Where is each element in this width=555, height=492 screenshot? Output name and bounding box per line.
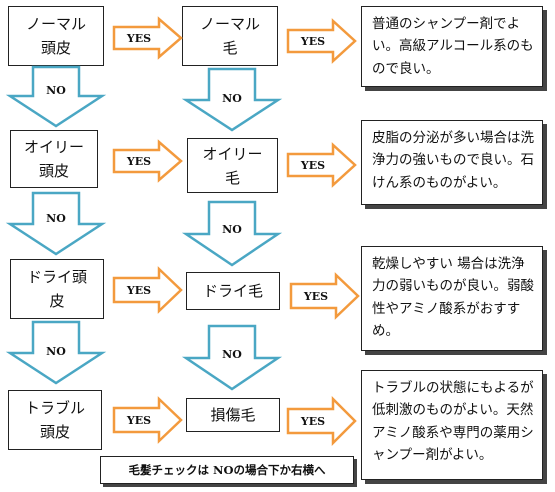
no-arrow-hair-1: NO (181, 67, 283, 132)
yes-arrow-oily-scalp: YES (112, 139, 183, 183)
scalp-dry-box: ドライ頭 皮 (10, 259, 104, 319)
flow-note: 毛髪チェックは NOの場合下か右横へ (100, 456, 354, 484)
yes-label: YES (303, 290, 328, 303)
no-arrow-hair-2: NO (181, 200, 283, 267)
hair-dry-box: ドライ毛 (186, 272, 280, 310)
result-trouble: トラブルの状態にもよるが低刺激のものがよい。天然アミノ酸系や専門の薬用シャンプー… (361, 370, 543, 480)
scalp-oily-box: オイリー 頭皮 (10, 130, 98, 188)
no-arrow-scalp-3: NO (5, 320, 107, 385)
yes-arrow-trouble-scalp: YES (112, 396, 183, 444)
no-label: NO (46, 345, 66, 358)
yes-label: YES (300, 159, 325, 172)
no-label: NO (222, 223, 242, 236)
yes-arrow-dry-scalp: YES (112, 266, 183, 314)
yes-arrow-normal-scalp: YES (112, 16, 183, 60)
result-normal: 普通のシャンプー剤でよい。高級アルコール系のもので良い。 (361, 6, 543, 87)
scalp-trouble-box: トラブル 頭皮 (8, 390, 102, 450)
no-arrow-scalp-1: NO (5, 65, 107, 128)
yes-arrow-damaged-hair: YES (286, 395, 357, 447)
no-label: NO (222, 348, 242, 361)
no-label: NO (46, 84, 66, 97)
yes-arrow-oily-hair: YES (286, 142, 357, 188)
yes-label: YES (126, 155, 151, 168)
yes-arrow-dry-hair: YES (289, 272, 360, 320)
no-label: NO (46, 212, 66, 225)
result-oily: 皮脂の分泌が多い場合は洗浄力の強いもので良い。石けん系のものがよい。 (361, 120, 543, 205)
yes-label: YES (300, 35, 325, 48)
no-label: NO (222, 92, 242, 105)
yes-label: YES (126, 32, 151, 45)
hair-damaged-box: 損傷毛 (186, 398, 280, 432)
yes-arrow-normal-hair: YES (286, 18, 357, 64)
scalp-normal-box: ノーマル 頭皮 (8, 6, 104, 66)
yes-label: YES (300, 415, 325, 428)
result-dry: 乾燥しやすい 場合は洗浄力の弱いものが良い。弱酸性やアミノ酸系がおすすめ。 (361, 246, 543, 351)
no-arrow-hair-3: NO (181, 324, 283, 391)
yes-label: YES (126, 414, 151, 427)
hair-oily-box: オイリー 毛 (187, 138, 278, 193)
hair-normal-box: ノーマル 毛 (182, 6, 278, 66)
yes-label: YES (126, 284, 151, 297)
no-arrow-scalp-2: NO (5, 191, 107, 256)
